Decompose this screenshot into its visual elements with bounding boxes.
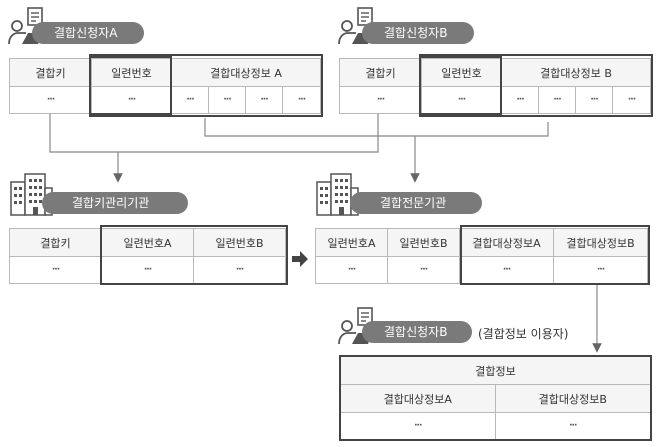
header-cell: 결합대상정보 A xyxy=(171,58,321,87)
value-cell: ··· xyxy=(339,86,422,114)
result-user-label: 결합신청자B xyxy=(362,321,472,343)
value-cell: ··· xyxy=(315,256,388,284)
value-cell: ··· xyxy=(387,256,460,284)
result-title: 결합정보 xyxy=(339,355,652,385)
header-cell: 결합키 xyxy=(339,58,422,87)
combine-agency-table: 일련번호A 일련번호B 결합대상정보A 결합대상정보B ··· ··· ··· … xyxy=(315,228,648,284)
applicant-a-label: 결합신청자A xyxy=(32,22,144,44)
combine-agency-label: 결합전문기관 xyxy=(350,192,482,214)
line-info xyxy=(204,118,549,137)
value-cell: ··· xyxy=(421,86,502,114)
header-cell: 일련번호B xyxy=(387,228,460,257)
value-cell: ··· xyxy=(494,412,652,441)
arrow-key-to-combine xyxy=(292,251,308,267)
line-keys xyxy=(49,113,379,153)
header-cell: 결합대상정보A xyxy=(339,384,496,413)
value-cell: ··· xyxy=(193,256,286,284)
applicant-a-table: 결합키 일련번호 결합대상정보 A ··· ··· ··· ··· ··· ··… xyxy=(9,58,321,114)
value-cell: ··· xyxy=(553,256,648,284)
header-cell: 결합대상정보B xyxy=(553,228,648,257)
value-cell: ··· xyxy=(339,412,496,441)
header-cell: 결합대상정보 B xyxy=(500,58,652,87)
value-cell: ··· xyxy=(9,86,92,114)
value-cell: ··· xyxy=(171,86,209,114)
value-cell: ··· xyxy=(575,86,613,114)
header-cell: 결합키 xyxy=(9,58,92,87)
key-agency-label: 결합키관리기관 xyxy=(42,192,188,214)
header-cell: 결합대상정보A xyxy=(459,228,554,257)
value-cell: ··· xyxy=(459,256,554,284)
key-agency-table: 결합키 일련번호A 일련번호B ··· ··· ··· xyxy=(9,228,286,284)
value-cell: ··· xyxy=(9,256,102,284)
value-cell: ··· xyxy=(101,256,194,284)
result-user-note: (결합정보 이용자) xyxy=(478,327,569,341)
header-cell: 일련번호B xyxy=(193,228,286,257)
header-cell: 일련번호 xyxy=(91,58,172,87)
header-cell: 결합대상정보B xyxy=(494,384,652,413)
value-cell: ··· xyxy=(282,86,321,114)
applicant-b-table: 결합키 일련번호 결합대상정보 B ··· ··· ··· ··· ··· ··… xyxy=(339,58,652,114)
value-cell: ··· xyxy=(208,86,246,114)
header-cell: 일련번호 xyxy=(421,58,502,87)
value-cell: ··· xyxy=(91,86,172,114)
result-table: 결합정보 결합대상정보A 결합대상정보B ··· ··· xyxy=(339,355,653,441)
header-cell: 결합키 xyxy=(9,228,102,257)
header-cell: 일련번호A xyxy=(101,228,194,257)
value-cell: ··· xyxy=(501,86,539,114)
value-cell: ··· xyxy=(245,86,283,114)
header-cell: 일련번호A xyxy=(315,228,388,257)
person-laptop-icon xyxy=(8,7,43,45)
value-cell: ··· xyxy=(611,86,652,114)
applicant-b-label: 결합신청자B xyxy=(362,22,474,44)
value-cell: ··· xyxy=(538,86,576,114)
